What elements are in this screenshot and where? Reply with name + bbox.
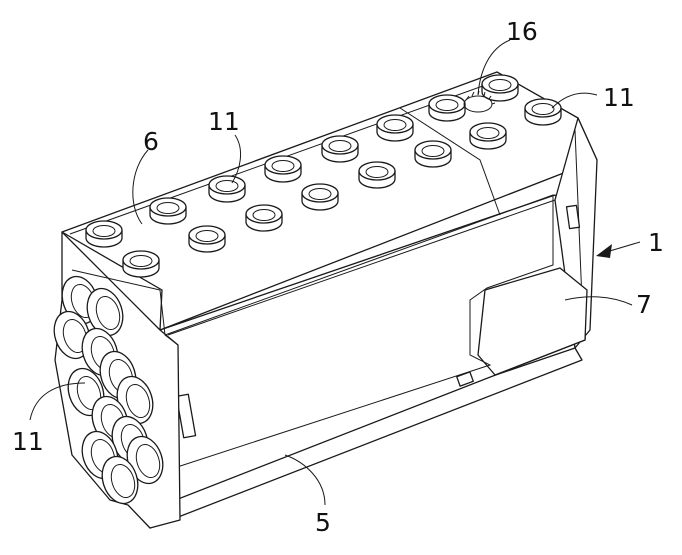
leader-5	[284, 454, 326, 506]
side-window-7	[477, 267, 588, 376]
leader-6	[132, 149, 149, 225]
label-11-top-center: 11	[208, 107, 240, 136]
stud	[321, 135, 359, 163]
ring-array-left	[53, 275, 164, 505]
stud	[264, 155, 302, 183]
label-1: 1	[648, 228, 664, 257]
leader-7	[564, 296, 633, 306]
stud	[376, 114, 414, 142]
stud	[301, 183, 339, 211]
leader-16	[477, 39, 511, 96]
stud	[122, 250, 160, 278]
arrow-1-head	[596, 244, 612, 258]
ring	[101, 455, 139, 505]
stud	[188, 225, 226, 253]
slot-right	[565, 204, 581, 230]
label-11-left: 11	[12, 427, 44, 456]
ring	[86, 287, 124, 337]
stud	[245, 204, 283, 232]
reference-labels: 16 11 11 6 1 7 11 5	[12, 17, 664, 537]
stud	[481, 74, 519, 102]
stud	[469, 122, 507, 150]
label-5: 5	[315, 508, 331, 537]
label-7: 7	[636, 290, 652, 319]
left-tab	[175, 393, 197, 439]
stud-array-top	[85, 74, 562, 278]
side-latch	[456, 371, 474, 387]
stud	[149, 197, 187, 225]
stud	[358, 161, 396, 189]
ring	[53, 310, 91, 360]
label-6: 6	[143, 127, 159, 156]
leader-lines	[29, 39, 641, 506]
stud	[414, 140, 452, 168]
stud	[208, 175, 246, 203]
label-16: 16	[506, 17, 538, 46]
stud	[524, 98, 562, 126]
leader-11-top-center	[231, 134, 242, 184]
label-11-top-right: 11	[603, 83, 635, 112]
stud	[85, 220, 123, 248]
leader-11-top-right	[551, 92, 598, 109]
leader-11-left	[29, 382, 86, 421]
stud	[428, 94, 466, 122]
